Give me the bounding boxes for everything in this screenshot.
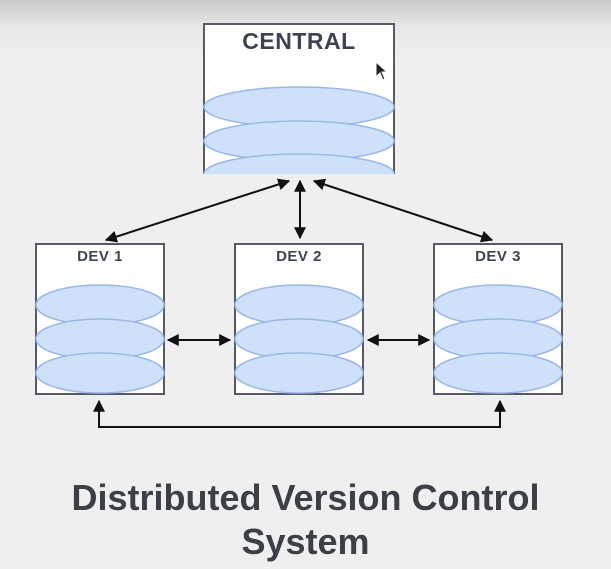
- dev3-database-icon: [433, 284, 563, 394]
- arrow-dev1-dev3: [93, 399, 506, 428]
- mouse-pointer-icon: [375, 61, 389, 81]
- central-database-icon: [203, 86, 395, 174]
- disk-platter: [35, 352, 165, 394]
- dev1-database-icon: [35, 284, 165, 394]
- dev2-repository: DEV 2: [234, 243, 364, 395]
- arrow-central-dev1: [104, 178, 291, 243]
- disk-platter: [433, 352, 563, 394]
- caption-line2: System: [241, 521, 370, 562]
- disk-platter: [203, 153, 395, 174]
- disk-platter: [234, 352, 364, 394]
- central-label: CENTRAL: [242, 28, 356, 54]
- central-repository: CENTRAL: [203, 23, 395, 174]
- dev2-label: DEV 2: [276, 248, 322, 265]
- dev3-repository: DEV 3: [433, 243, 563, 395]
- dev1-label: DEV 1: [77, 248, 123, 265]
- arrow-central-dev3: [312, 178, 494, 243]
- dev3-label: DEV 3: [475, 248, 521, 265]
- caption-line1: Distributed Version Control: [71, 477, 540, 518]
- dev2-database-icon: [234, 284, 364, 394]
- dev1-repository: DEV 1: [35, 243, 165, 395]
